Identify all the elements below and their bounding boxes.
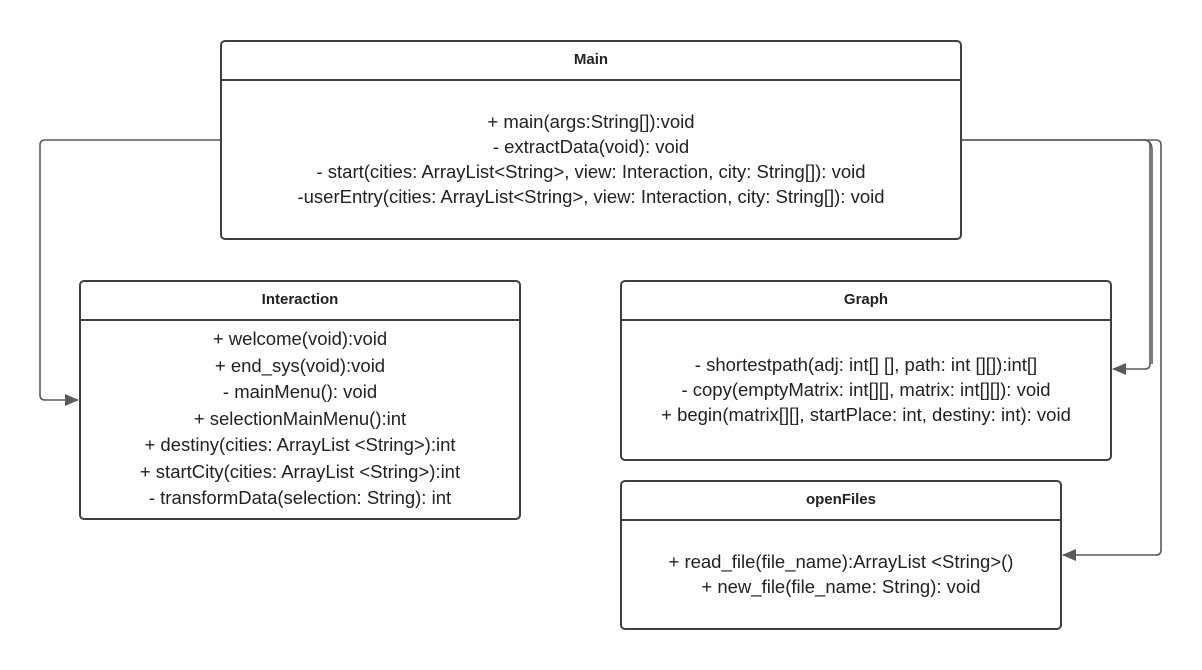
- graph-class-box: Graph - shortestpath(adj: int[] [], path…: [620, 280, 1112, 461]
- main-method: - start(cities: ArrayList<String>, view:…: [316, 161, 866, 182]
- main-class-methods: + main(args:String[]):void - extractData…: [222, 81, 960, 237]
- interaction-method: + welcome(void):void: [212, 328, 388, 350]
- interaction-class-name: Interaction: [81, 282, 519, 321]
- interaction-method: + selectionMainMenu():int: [193, 407, 407, 429]
- graph-class-methods: - shortestpath(adj: int[] [], path: int …: [622, 321, 1110, 458]
- graph-method: - shortestpath(adj: int[] [], path: int …: [694, 354, 1038, 375]
- openfiles-class-name: openFiles: [622, 482, 1060, 521]
- openfiles-method: + read_file(file_name):ArrayList <String…: [668, 551, 1014, 572]
- interaction-class-methods: + welcome(void):void + end_sys(void):voi…: [81, 321, 519, 517]
- graph-class-name: Graph: [622, 282, 1110, 321]
- main-class-box: Main + main(args:String[]):void - extrac…: [220, 40, 962, 240]
- openfiles-class-box: openFiles + read_file(file_name):ArrayLi…: [620, 480, 1062, 630]
- graph-method: - copy(emptyMatrix: int[][], matrix: int…: [681, 379, 1051, 400]
- openfiles-class-methods: + read_file(file_name):ArrayList <String…: [622, 521, 1060, 627]
- interaction-method: - mainMenu(): void: [222, 381, 378, 403]
- main-method: - extractData(void): void: [492, 136, 690, 157]
- main-method: -userEntry(cities: ArrayList<String>, vi…: [297, 186, 885, 207]
- interaction-method: + end_sys(void):void: [214, 354, 386, 376]
- interaction-class-box: Interaction + welcome(void):void + end_s…: [79, 280, 521, 520]
- main-class-name: Main: [222, 42, 960, 81]
- interaction-method: + destiny(cities: ArrayList <String>):in…: [144, 434, 456, 456]
- interaction-method: + startCity(cities: ArrayList <String>):…: [139, 460, 461, 482]
- openfiles-method: + new_file(file_name: String): void: [701, 576, 981, 597]
- graph-method: + begin(matrix[][], startPlace: int, des…: [661, 404, 1071, 425]
- main-to-openfiles-connector: [962, 139, 1162, 561]
- main-to-interaction-connector: [39, 139, 220, 406]
- interaction-method: - transformData(selection: String): int: [148, 487, 452, 509]
- main-method: + main(args:String[]):void: [487, 111, 695, 132]
